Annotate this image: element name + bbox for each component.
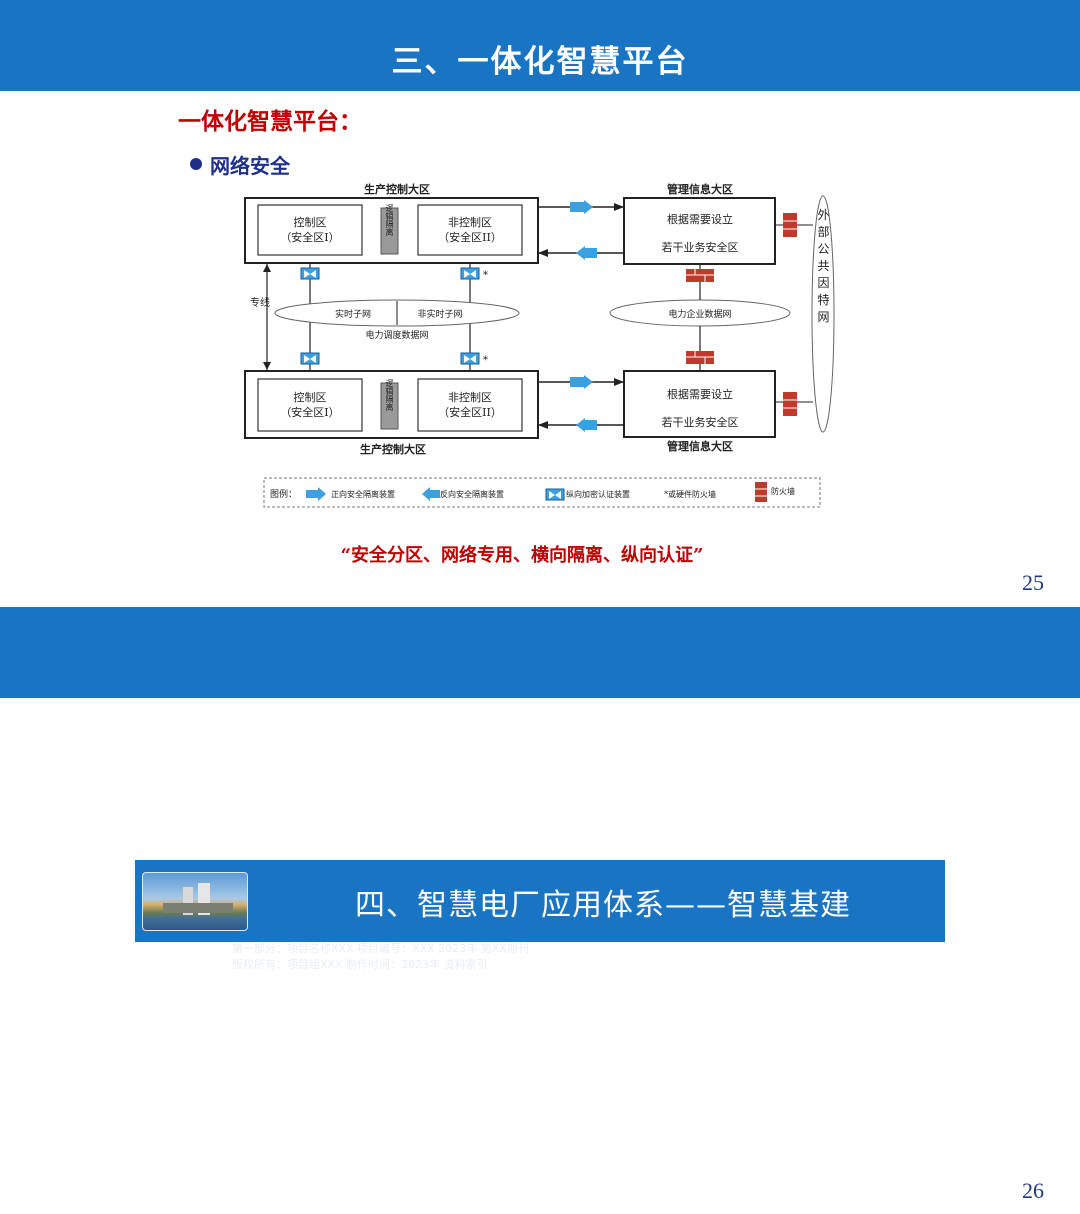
public-internet-label: 外部公共因特网: [816, 208, 830, 327]
encryption-device-2: *: [460, 267, 488, 281]
mgmt-top-label: 管理信息大区: [667, 182, 733, 196]
slide26-faint-line2: 版权所有：项目组XXX 制作时间：2023年 资料索引: [232, 958, 488, 971]
svg-text:*: *: [483, 355, 488, 366]
encryption-device-4: *: [460, 352, 488, 366]
forward-isolator-top: [570, 202, 584, 212]
slide25-header-banner: [0, 0, 1080, 91]
encryption-device-1: [300, 267, 320, 280]
reverse-isolator-top: [576, 246, 585, 260]
svg-text:*: *: [483, 270, 488, 281]
slide26-title: 四、智慧电厂应用体系——智慧基建: [355, 888, 851, 923]
dispatch-network-label: 电力调度数据网: [365, 329, 428, 341]
forward-isolator-bottom: [570, 377, 584, 387]
firewall-icon: [783, 213, 797, 237]
legend-forward: 正向安全隔离装置: [331, 489, 395, 499]
mgmt-line2-top: 若干业务安全区: [662, 240, 739, 254]
bullet-network-security: 网络安全: [210, 154, 290, 178]
firewall-icon: [686, 351, 714, 364]
slide25-quote: “安全分区、网络专用、横向隔离、纵向认证”: [340, 545, 704, 566]
mgmt-line2-bottom: 若干业务安全区: [662, 415, 739, 429]
slide26-page-number: 26: [1022, 1178, 1044, 1203]
noncontrol-zone-bottom: 非控制区: [448, 390, 492, 404]
dedicated-line-label: 专线: [250, 296, 270, 309]
safety-zone1-top: （安全区I）: [280, 230, 339, 244]
safety-zone1-bottom: （安全区I）: [280, 405, 339, 419]
mgmt-bottom-label: 管理信息大区: [667, 439, 733, 453]
legend-reverse: 反向安全隔离装置: [440, 489, 504, 499]
slide25-subtitle: 一体化智慧平台：: [178, 108, 362, 135]
control-zone-bottom: 控制区: [294, 390, 327, 404]
legend-encryption: 纵向加密认证装置: [566, 489, 630, 499]
legend-reverse-icon: [422, 487, 430, 501]
slide25-title: 三、一体化智慧平台: [391, 44, 689, 80]
legend-label: 图例：: [270, 488, 297, 500]
legend-firewall-icon: [755, 482, 767, 502]
power-plant-thumbnail: [142, 872, 248, 931]
safety-zone2-bottom: （安全区II）: [438, 405, 502, 419]
safety-zone2-top: （安全区II）: [438, 230, 502, 244]
firewall-icon: [686, 269, 714, 282]
legend-hw-firewall: *或硬件防火墙: [664, 489, 716, 499]
bottom-region-label: 生产控制大区: [360, 442, 426, 456]
enterprise-network-label: 电力企业数据网: [668, 308, 731, 320]
slide25-page-number: 25: [1022, 570, 1044, 595]
legend-firewall: 防火墙: [771, 486, 795, 496]
slide26-top-banner: [0, 607, 1080, 698]
realtime-subnet-label: 实时子网: [335, 308, 371, 320]
noncontrol-zone-top: 非控制区: [448, 215, 492, 229]
logic-isolation-bottom: 逻辑隔离: [385, 378, 394, 412]
mgmt-line1-bottom: 根据需要设立: [667, 387, 733, 401]
firewall-icon: [783, 392, 797, 416]
legend-forward-icon: [306, 490, 318, 498]
bullet-icon: [190, 158, 202, 170]
mgmt-line1-top: 根据需要设立: [667, 212, 733, 226]
nonrealtime-subnet-label: 非实时子网: [417, 308, 462, 320]
slide26-title-bar: [135, 860, 945, 942]
reverse-isolator-bottom: [576, 418, 585, 432]
network-security-diagram: 生产控制大区 管理信息大区 控制区 （安全区I） 逻辑隔离 非控制区 （安全区I…: [244, 182, 835, 508]
logic-isolation-top: 逻辑隔离: [385, 203, 394, 237]
legend-encryption-icon: [545, 488, 565, 501]
encryption-device-3: [300, 352, 320, 365]
top-region-label: 生产控制大区: [364, 182, 430, 196]
slide26-faint-line1: 第一部分：项目名称XXX 项目编号：XXX 2023年 第XX期刊: [232, 942, 529, 955]
control-zone-top: 控制区: [294, 215, 327, 229]
